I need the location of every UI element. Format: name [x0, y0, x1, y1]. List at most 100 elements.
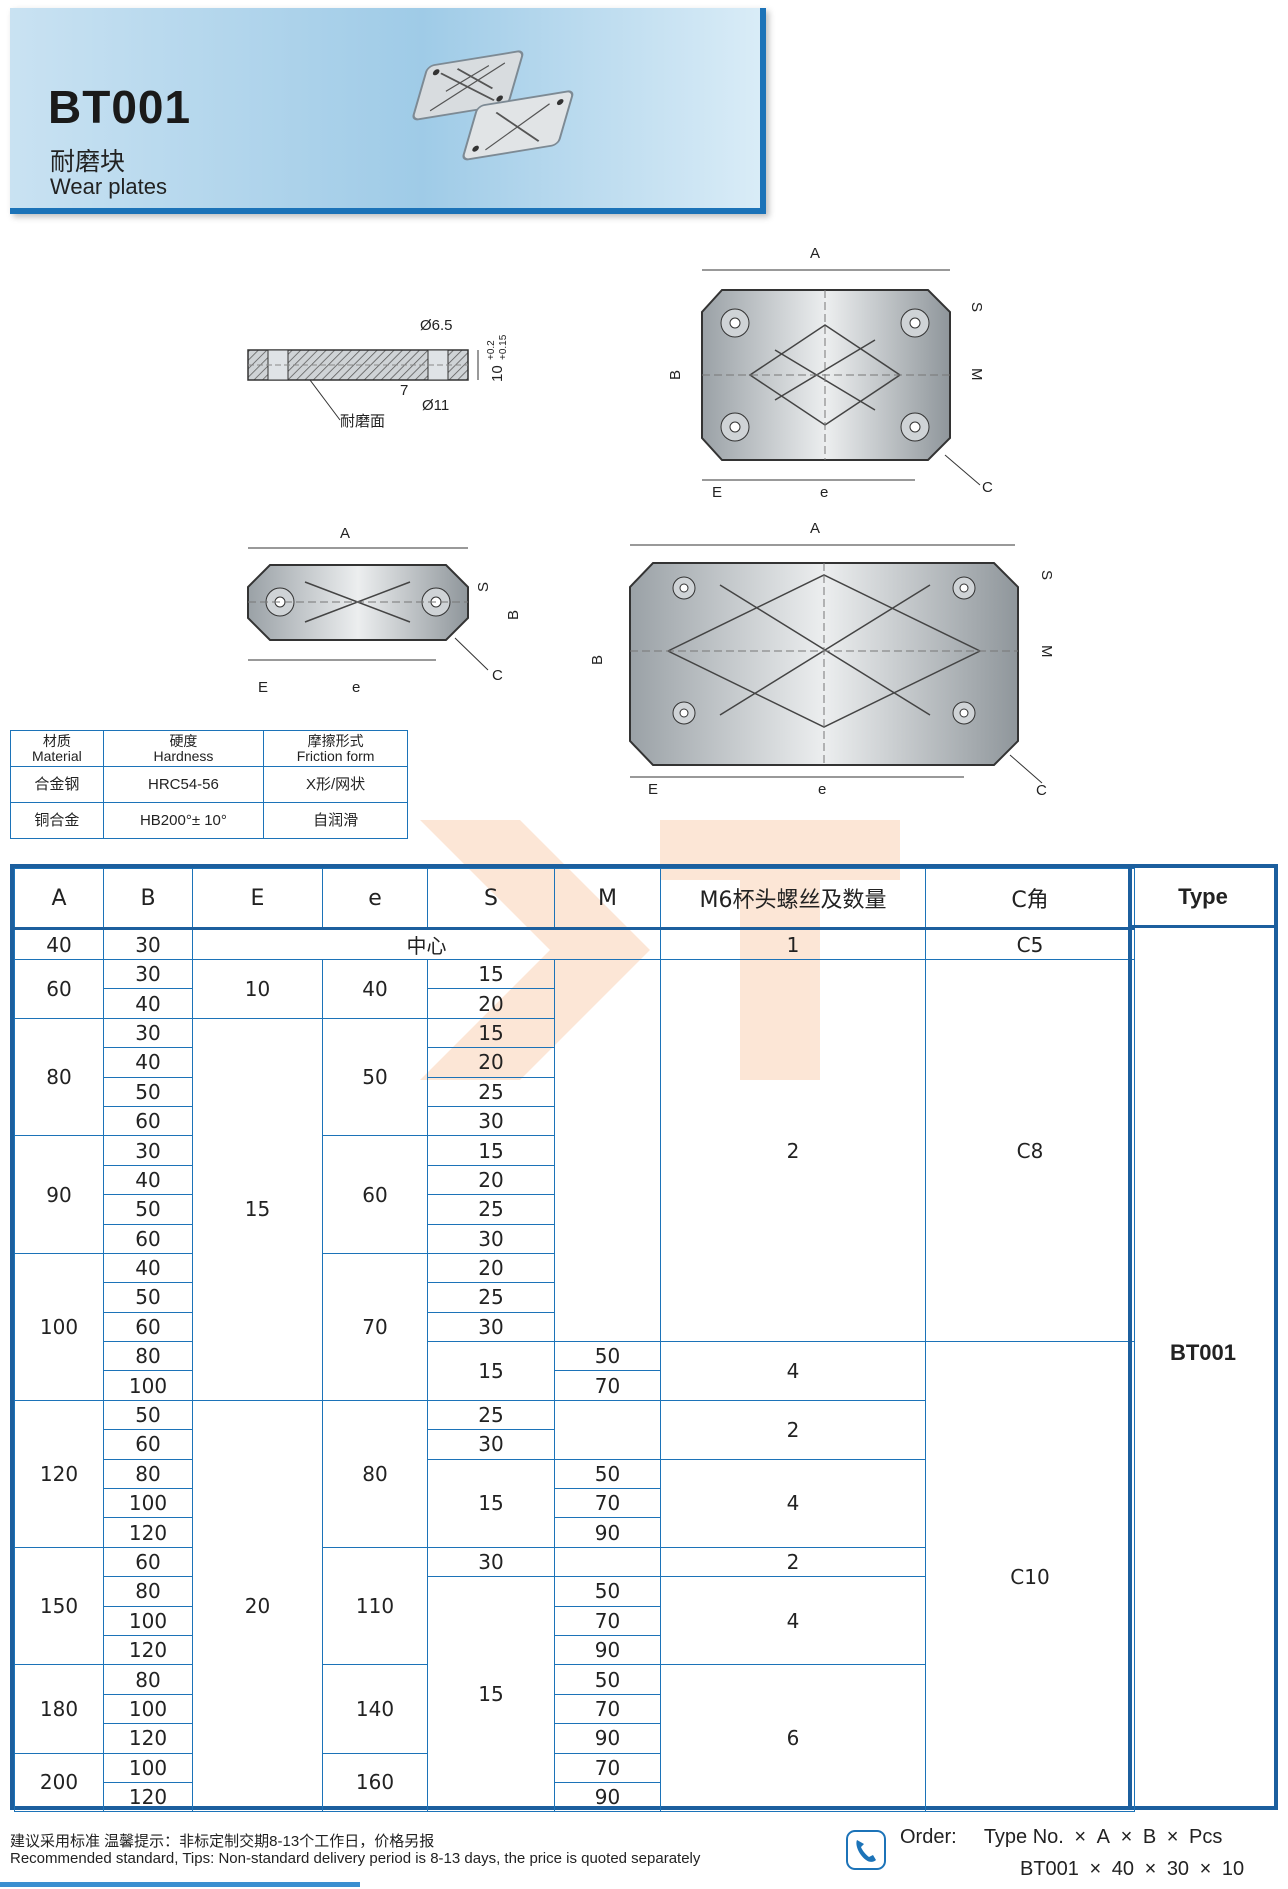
dim-B-label: B [505, 610, 522, 620]
friction-cell: X形/网状 [263, 766, 408, 803]
thickness-tol-low: +0.15 [498, 334, 509, 360]
friction-cell: 自润滑 [263, 802, 408, 839]
table-cell: 70 [554, 1693, 661, 1725]
table-cell: 25 [427, 1399, 555, 1431]
table-cell: 4 [660, 1458, 926, 1548]
col-header-E: E [192, 868, 323, 930]
table-cell: 25 [427, 1076, 555, 1107]
dim-C-label: C [982, 479, 993, 496]
table-cell: C5 [925, 928, 1135, 960]
order-field-pcs: Pcs [1188, 1826, 1223, 1849]
order-field-A: A [1096, 1826, 1111, 1849]
table-cell: 20 [427, 1164, 555, 1196]
table-cell: 90 [554, 1723, 661, 1754]
table-cell: 6 [660, 1664, 926, 1813]
table-cell [554, 958, 661, 1343]
table-cell: 15 [427, 958, 555, 990]
table-cell: 70 [554, 1752, 661, 1783]
order-example-pcs: 10 [1221, 1858, 1245, 1881]
table-cell: 4 [660, 1576, 926, 1666]
wear-surface-label: 耐磨面 [340, 413, 385, 430]
order-example-type: BT001 [1020, 1858, 1079, 1881]
footer-note-cn: 建议采用标准 温馨提示：非标定制交期8-13个工作日，价格另报 [10, 1833, 435, 1850]
table-cell: 30 [103, 958, 193, 990]
table-cell: 90 [14, 1135, 104, 1254]
bottom-accent-bar [0, 1882, 360, 1887]
table-cell: 40 [103, 1047, 193, 1078]
table-cell: 60 [103, 1105, 193, 1137]
table-cell: 200 [14, 1752, 104, 1813]
table-cell: 60 [103, 1223, 193, 1254]
table-cell [554, 1546, 661, 1578]
order-example-B: 30 [1166, 1858, 1190, 1881]
table-cell: 15 [192, 1017, 323, 1401]
material-cell: 合金钢 [10, 766, 104, 803]
col-header-S: S [427, 868, 555, 930]
table-cell: 2 [660, 958, 926, 1343]
table-cell: 100 [14, 1252, 104, 1401]
material-cell: 铜合金 [10, 802, 104, 839]
hardness-cell: HRC54-56 [102, 766, 265, 803]
header-banner: BT001 耐磨块 Wear plates [10, 8, 766, 214]
dim-e-label: e [352, 679, 360, 696]
table-cell: 60 [322, 1135, 428, 1254]
table-cell: 中心 [192, 928, 661, 960]
table-cell: 100 [103, 1370, 193, 1401]
table-cell: 40 [103, 988, 193, 1019]
table-cell: 100 [103, 1488, 193, 1519]
col-header-screws: M6杯头螺丝及数量 [660, 868, 926, 930]
table-cell: 80 [14, 1017, 104, 1137]
dim-A-label: A [810, 520, 820, 537]
table-cell: 80 [103, 1664, 193, 1695]
table-cell: 90 [554, 1517, 661, 1548]
table-cell: 70 [322, 1252, 428, 1401]
table-cell: 50 [554, 1576, 661, 1607]
dim-S-label: S [475, 582, 492, 592]
table-cell: 120 [103, 1634, 193, 1666]
product-photo [412, 50, 574, 161]
table-cell: 15 [427, 1576, 555, 1813]
table-cell: 30 [103, 1017, 193, 1049]
order-example: BT001 × 40 × 30 × 10 [1020, 1858, 1245, 1881]
table-cell: 50 [554, 1458, 661, 1490]
table-cell [554, 1399, 661, 1460]
table-cell: 60 [14, 959, 104, 1019]
order-label: Order: [900, 1826, 957, 1849]
table-cell: 80 [103, 1458, 193, 1490]
type-column: Type BT001 [1128, 868, 1274, 1806]
order-example-A: 40 [1111, 1858, 1134, 1881]
table-cell: 50 [554, 1664, 661, 1695]
product-code: BT001 [48, 81, 192, 133]
hardness-cell: HB200°± 10° [102, 802, 265, 839]
table-cell: C10 [925, 1341, 1135, 1813]
dim-C-label: C [492, 667, 503, 684]
table-cell: 20 [427, 988, 555, 1019]
table-cell: 120 [14, 1399, 104, 1548]
plate-drawing-2-holes: A S B E e C [247, 525, 522, 696]
table-row: 40 20 [15, 988, 1135, 1019]
table-cell: 90 [554, 1781, 661, 1813]
dim-E-label: E [648, 781, 658, 798]
order-field-type: Type No. [983, 1826, 1064, 1849]
table-cell: 160 [322, 1752, 428, 1813]
dim-S-label: S [1038, 570, 1055, 580]
product-title-cn: 耐磨块 [50, 148, 126, 176]
table-cell: 70 [554, 1488, 661, 1519]
table-cell: 20 [427, 1047, 555, 1078]
table-cell: 30 [427, 1546, 555, 1578]
table-cell: 100 [103, 1752, 193, 1783]
table-cell: 15 [427, 1017, 555, 1049]
col-header-e: e [322, 868, 428, 930]
